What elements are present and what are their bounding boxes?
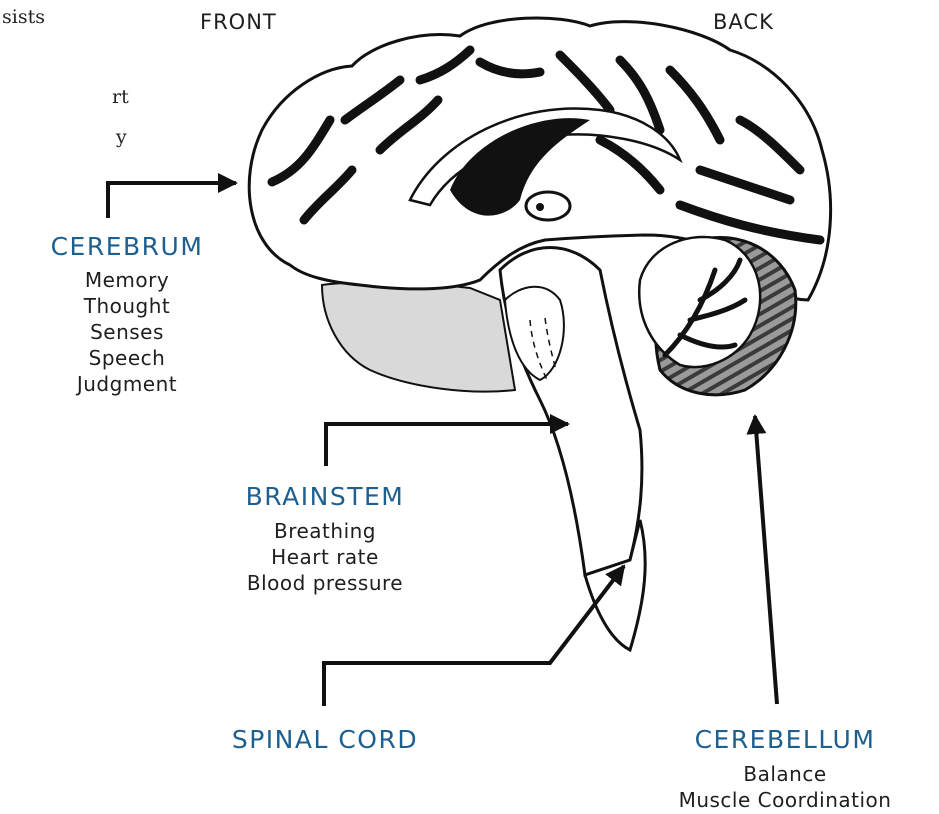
cerebellum-functions: Balance Muscle Coordination	[640, 761, 930, 813]
cerebellum-function: Muscle Coordination	[640, 787, 930, 813]
cerebrum-function: Senses	[22, 319, 232, 345]
cerebellum-label: CEREBELLUM	[640, 725, 930, 754]
temporal-lobe-shade	[322, 282, 515, 391]
spinal-cord-label: SPINAL CORD	[175, 725, 475, 754]
thalamus	[526, 192, 570, 220]
cerebrum-function: Judgment	[22, 371, 232, 397]
cerebrum-function: Speech	[22, 345, 232, 371]
brainstem-function: Blood pressure	[200, 570, 450, 596]
cerebrum-function: Thought	[22, 293, 232, 319]
cerebellum-function: Balance	[640, 761, 930, 787]
brainstem-label: BRAINSTEM	[200, 482, 450, 511]
cerebrum-functions: Memory Thought Senses Speech Judgment	[22, 267, 232, 397]
brainstem-arrow	[326, 424, 568, 466]
cerebrum-arrow	[108, 183, 236, 218]
brainstem-functions: Breathing Heart rate Blood pressure	[200, 518, 450, 596]
cerebrum-label: CEREBRUM	[22, 232, 232, 261]
cerebrum-function: Memory	[22, 267, 232, 293]
cerebellum-arrow	[755, 416, 777, 704]
brainstem-function: Heart rate	[200, 544, 450, 570]
brainstem-function: Breathing	[200, 518, 450, 544]
